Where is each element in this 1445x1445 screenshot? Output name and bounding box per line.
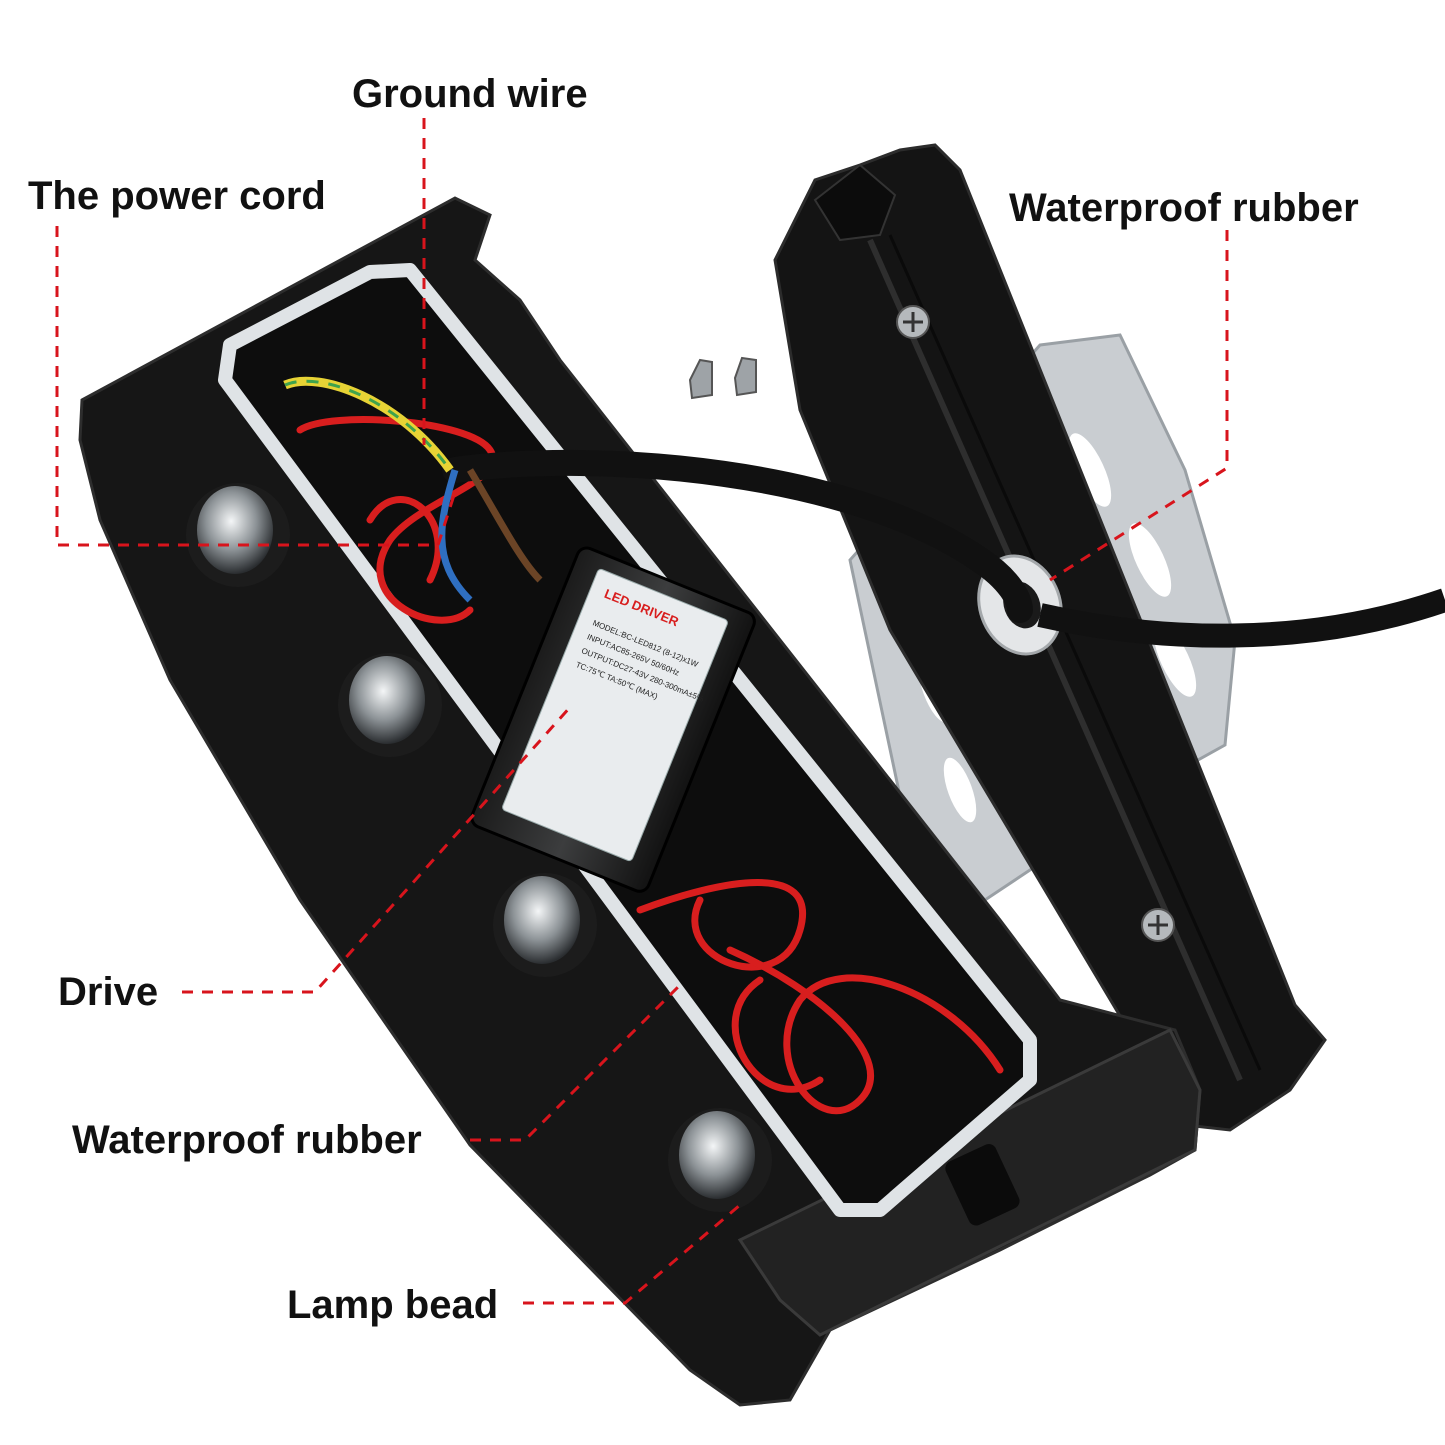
screw-icon [688, 358, 713, 400]
screw-icon [733, 356, 757, 397]
lamp-bead-icon [197, 486, 273, 574]
leader-lines [55, 118, 1229, 1305]
lamp-bead-icon [504, 876, 580, 964]
callout-waterproof-rubber-cover: Waterproof rubber [1009, 186, 1359, 230]
callout-ground-wire: Ground wire [352, 72, 588, 116]
leader-drive [182, 703, 574, 994]
lamp-bead-icon [679, 1111, 755, 1199]
internal-wiring [296, 416, 1004, 1115]
leader-waterproof-rubber-seal [470, 983, 682, 1142]
leader-lamp-bead [523, 1203, 741, 1305]
lamp-beads [186, 483, 772, 1212]
power-cord [283, 376, 1445, 648]
led-driver: LED DRIVER MODEL:BC-LED812 (8-12)x1W INP… [470, 546, 756, 893]
loose-screws [688, 356, 757, 400]
cable-icon [442, 449, 1033, 623]
callout-lamp-bead: Lamp bead [287, 1283, 499, 1327]
lamp-bead-icon [349, 656, 425, 744]
callout-waterproof-rubber-seal: Waterproof rubber [72, 1118, 422, 1162]
callout-power-cord: The power cord [28, 174, 326, 218]
callout-drive: Drive [58, 970, 159, 1014]
leader-power-cord [55, 226, 457, 547]
